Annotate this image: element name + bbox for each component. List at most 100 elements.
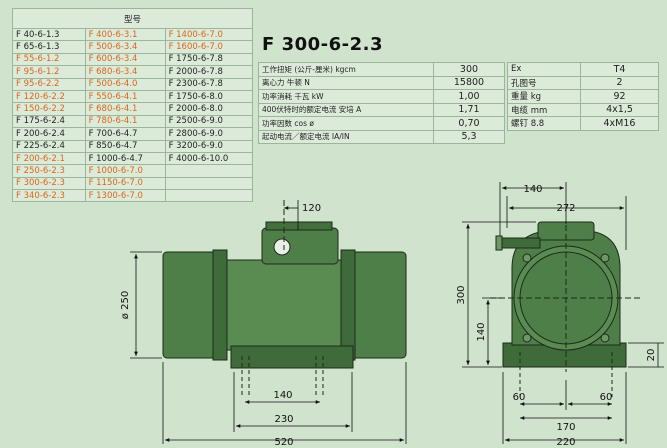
model-cell: F 65-6-1.3 (12, 40, 86, 54)
dim-half-spacing-right: 60 (600, 392, 613, 403)
spec-label: Ex (507, 62, 581, 77)
dim-diameter: ø 250 (120, 291, 131, 319)
dim-half-spacing-left: 60 (513, 392, 526, 403)
model-cell: F 40-6-1.3 (12, 27, 86, 42)
spec-value: 0,70 (433, 116, 505, 131)
spec-label: 孔图号 (507, 75, 581, 90)
model-cell: F 2800-6-9.0 (164, 127, 254, 141)
model-cell: F 95-6-2.2 (12, 77, 86, 91)
cable-gland-end (495, 235, 503, 251)
model-cell: F 95-6-1.2 (12, 65, 86, 79)
cable-gland (273, 238, 291, 256)
spec-value: T4 (580, 62, 659, 77)
bolt-bottom-right (600, 333, 610, 343)
model-cell: F 2000-6-7.8 (164, 65, 254, 79)
model-cell: F 1000-6-4.7 (84, 151, 166, 166)
model-table-header: 型号 (12, 8, 253, 29)
dim-hole-spacing: 140 (273, 390, 292, 401)
model-cell: F 300-6-2.3 (12, 176, 86, 191)
spec-label: 起动电流／额定电流 IA/IN (258, 129, 434, 144)
left-flange (212, 249, 228, 361)
bolt-top-left (522, 253, 532, 263)
spec-value: 5,3 (433, 129, 505, 144)
dim-base-height: 20 (646, 349, 657, 362)
model-cell: F 2300-6-7.8 (164, 77, 254, 91)
model-cell: F 1400-6-7.0 (164, 27, 254, 42)
dim-overall-length: 520 (274, 437, 293, 448)
model-cell (164, 189, 254, 203)
model-cell: F 500-6-3.4 (84, 40, 166, 54)
model-cell: F 200-6-2.4 (12, 127, 86, 141)
model-cell: F 600-6-3.4 (84, 52, 166, 67)
model-cell: F 2000-6-8.0 (164, 102, 254, 116)
model-cell: F 680-6-4.1 (84, 102, 166, 116)
model-cell: F 1300-6-7.0 (84, 189, 166, 203)
dim-center-offset: 140 (523, 184, 542, 195)
model-cell: F 400-6-3.1 (84, 27, 166, 42)
model-cell: F 1150-6-7.0 (84, 176, 166, 191)
end-view-dimensions (462, 182, 664, 444)
bolt-bottom-left (522, 333, 532, 343)
end-view (490, 221, 640, 397)
spec-value: 15800 (433, 75, 505, 90)
terminal-box (261, 227, 339, 265)
model-cell: F 3200-6-9.0 (164, 139, 254, 153)
spec-label: 螺钉 8.8 (507, 116, 581, 131)
cable-entry (499, 237, 541, 249)
model-cell: F 4000-6-10.0 (164, 151, 254, 166)
model-cell: F 55-6-1.2 (12, 52, 86, 67)
model-cell: F 1750-6-8.0 (164, 89, 254, 104)
spec-label: 功率消耗 千瓦 kW (258, 89, 434, 104)
spec-value: 92 (580, 89, 659, 104)
spec-value: 4xM16 (580, 116, 659, 131)
model-title: F 300-6-2.3 (262, 34, 383, 55)
model-cell: F 780-6-4.1 (84, 114, 166, 129)
dim-foot-length: 230 (274, 414, 293, 425)
model-cell: F 340-6-2.3 (12, 189, 86, 203)
mounting-foot (230, 345, 354, 369)
dim-base-width: 220 (556, 437, 575, 448)
dim-gland-offset: 120 (302, 203, 321, 214)
model-cell (164, 176, 254, 191)
model-cell: F 700-6-4.7 (84, 127, 166, 141)
model-cell: F 1600-6-7.0 (164, 40, 254, 54)
bolt-top-right (600, 253, 610, 263)
dim-hole-span: 170 (556, 422, 575, 433)
spec-label: 功率因数 cos ø (258, 116, 434, 131)
model-cell: F 120-6-2.2 (12, 89, 86, 104)
model-cell: F 250-6-2.3 (12, 164, 86, 178)
dim-overall-height: 300 (456, 285, 467, 304)
terminal-box-lid (265, 221, 333, 231)
right-flange (340, 249, 356, 361)
spec-label: 重量 kg (507, 89, 581, 104)
model-cell: F 1000-6-7.0 (84, 164, 166, 178)
dim-overall-width: 272 (556, 203, 575, 214)
model-cell (164, 164, 254, 178)
model-cell: F 200-6-2.1 (12, 151, 86, 166)
side-view (162, 200, 407, 395)
dim-center-height: 140 (476, 322, 487, 341)
motor-body (218, 259, 350, 351)
